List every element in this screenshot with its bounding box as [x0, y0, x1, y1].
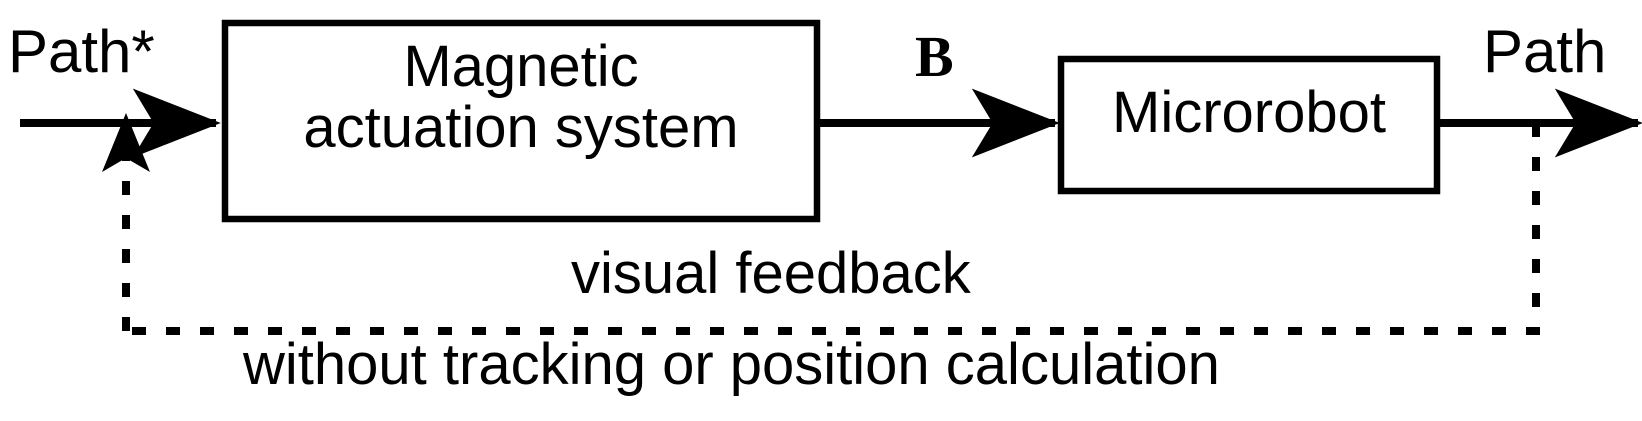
input-signal-label: Path* [8, 18, 155, 85]
magnetic-actuation-system-label: Magnetic actuation system [222, 36, 820, 159]
visual-feedback-label: visual feedback [571, 241, 971, 306]
microrobot-label: Microrobot [1112, 80, 1386, 145]
magnetic-actuation-system-label-line2: actuation system [303, 95, 739, 161]
magnetic-actuation-system-label-line1: Magnetic [403, 34, 639, 99]
feedback-note-label: without tracking or position calculation [243, 332, 1220, 397]
output-signal-label: Path [1483, 18, 1607, 85]
microrobot-box [1057, 55, 1441, 195]
magnetic-actuation-system-box [221, 19, 821, 223]
field-b-label: B [915, 24, 954, 89]
feedback-injection-arrowhead [102, 113, 150, 172]
